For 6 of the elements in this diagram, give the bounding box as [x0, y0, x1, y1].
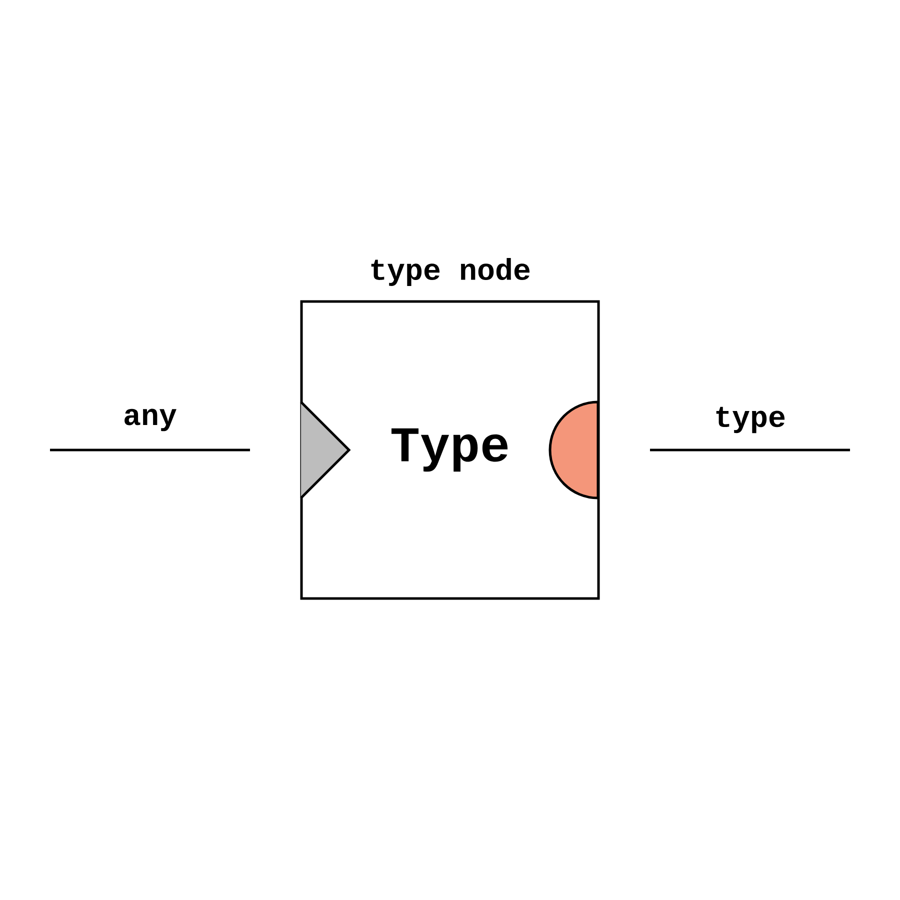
port-label: any: [124, 408, 176, 432]
output-port-semicircle: [548, 400, 600, 500]
type-box: Type: [300, 300, 600, 600]
port-label: type: [716, 406, 785, 434]
node-heading: type node: [371, 258, 530, 286]
input-port-triangle: [300, 400, 351, 500]
